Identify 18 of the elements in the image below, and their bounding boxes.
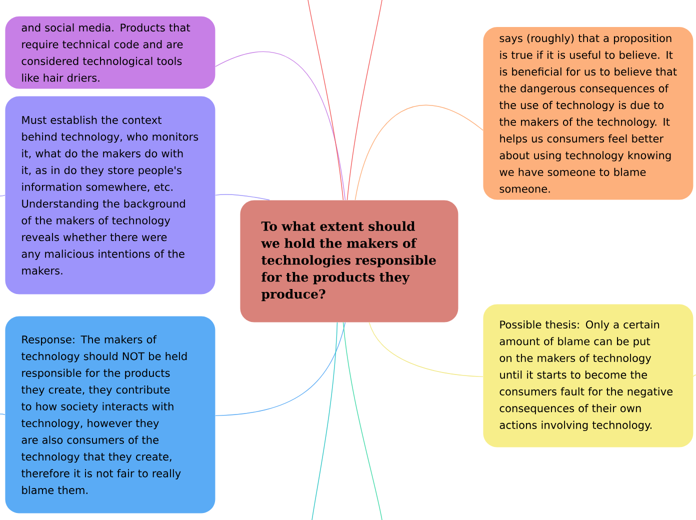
branch-line [354, 104, 484, 200]
branch-line [693, 374, 696, 378]
central-topic-box: To what extent should we hold the makers of technologies responsible for the products they produce? [240, 200, 458, 322]
topic-box: Must establish the context behind technology, who monitors it, what do the makers do with it, as in do they store people's information somewhere, etc. Understanding the background of the makers of technology reveals whether there were any malicious intentions of the makers. [5, 96, 216, 294]
branch-line [308, 0, 344, 200]
branch-line [368, 322, 484, 378]
branch-line [0, 194, 6, 196]
branch-line [215, 51, 346, 200]
branch-line [312, 322, 338, 520]
branch-line [215, 322, 346, 416]
branch-line [215, 194, 270, 200]
branch-line [0, 414, 6, 416]
topic-box: says (roughly) that a proposition is true if it is useful to believe. It is beneficial for us to believe that the dangerous consequences of the use of technology is due to the makers of the technology. It helps us consumers feel better about using technology knowing we have someone to blame someone. [483, 27, 694, 200]
topic-box: Response: The makers of technology should NOT be held responsible for the products they create, they contribute to how society interacts with technology, however they are also consumers of the technology that they create, therefore it is not fair to really blame them. [5, 316, 216, 514]
topic-box: and social media. Products that require technical code and are considered technological tools like hair driers. [5, 16, 216, 89]
branch-line [342, 322, 382, 520]
branch-line [346, 0, 382, 200]
topic-box: Possible thesis: Only a certain amount of blame can be put on the makers of technology until it starts to become the consumers fault for the negative consequences of their own actions involving technology. [483, 304, 694, 448]
